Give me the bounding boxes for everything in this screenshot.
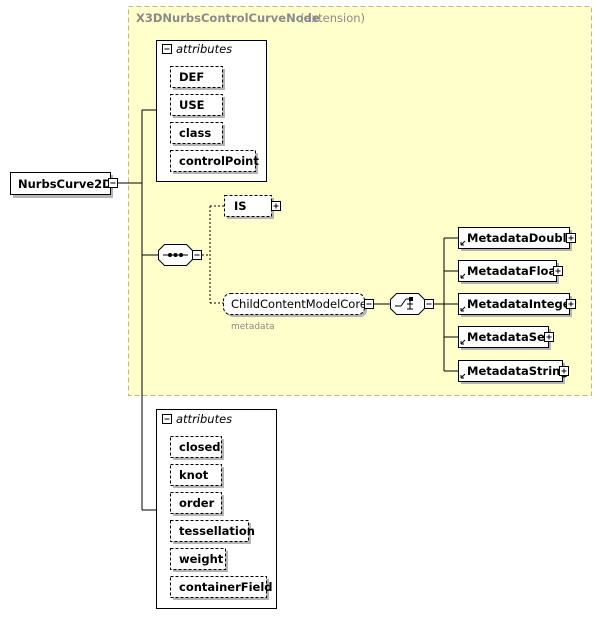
is-element-node[interactable]: IS	[224, 195, 281, 220]
metadata-set-node[interactable]: MetadataSet	[458, 326, 554, 351]
metadata-string-node[interactable]: MetadataString	[458, 360, 569, 385]
attribute-class[interactable]	[170, 122, 223, 144]
attribute-label: tessellation	[179, 524, 255, 538]
child-content-model-node[interactable]: ChildContentModelCore	[223, 293, 374, 318]
extension-title: X3DNurbsControlCurveNode	[136, 11, 320, 25]
metadata-integer-node[interactable]: MetadataInteger	[458, 293, 577, 318]
attribute-label: knot	[179, 468, 209, 482]
extension-suffix: (extension)	[300, 11, 365, 25]
root-element-label: NurbsCurve2D	[18, 177, 112, 191]
attribute-tessellation[interactable]	[170, 520, 249, 542]
attribute-label: containerField	[179, 580, 273, 594]
attributes-heading: attributes	[176, 412, 232, 426]
attribute-use[interactable]	[170, 94, 223, 116]
attribute-label: order	[179, 496, 215, 510]
child-content-label: ChildContentModelCore	[231, 297, 367, 311]
attribute-label: class	[179, 126, 211, 140]
attribute-label: closed	[179, 440, 221, 454]
metadata-label: MetadataString	[467, 364, 569, 378]
attribute-def[interactable]	[170, 66, 223, 88]
metadata-label: MetadataSet	[467, 330, 551, 344]
is-element-label: IS	[234, 199, 247, 213]
metadata-float-node[interactable]: MetadataFloat	[458, 260, 563, 285]
metadata-label: MetadataDouble	[467, 231, 575, 245]
attribute-weight[interactable]	[170, 548, 226, 570]
attribute-label: controlPoint	[179, 154, 259, 168]
root-element-node[interactable]: NurbsCurve2D	[10, 172, 118, 199]
reference-arrow-icon	[460, 273, 466, 279]
attribute-knot[interactable]	[170, 464, 222, 486]
metadata-label: MetadataFloat	[467, 264, 562, 278]
attribute-label: DEF	[179, 70, 204, 84]
reference-arrow-icon	[460, 240, 466, 246]
attribute-controlpoint[interactable]	[170, 150, 256, 172]
attribute-label: weight	[179, 552, 224, 566]
reference-arrow-icon	[460, 339, 466, 345]
attribute-containerfield[interactable]	[170, 576, 267, 598]
attributes-heading: attributes	[176, 42, 232, 56]
metadata-double-node[interactable]: MetadataDouble	[458, 227, 576, 252]
attribute-closed[interactable]	[170, 436, 222, 458]
reference-arrow-icon	[460, 306, 466, 312]
reference-arrow-icon	[460, 373, 466, 379]
child-content-sublabel: metadata	[231, 322, 275, 332]
attribute-order[interactable]	[170, 492, 222, 514]
own-attributes-group: attributes closed knot order tessellatio…	[156, 409, 277, 609]
attribute-label: USE	[179, 98, 205, 112]
sequence-compositor[interactable]	[158, 244, 202, 266]
metadata-label: MetadataInteger	[467, 297, 577, 311]
choice-compositor[interactable]	[390, 293, 434, 315]
extension-attributes-group: attributes DEF USE class controlPoint	[156, 40, 267, 182]
